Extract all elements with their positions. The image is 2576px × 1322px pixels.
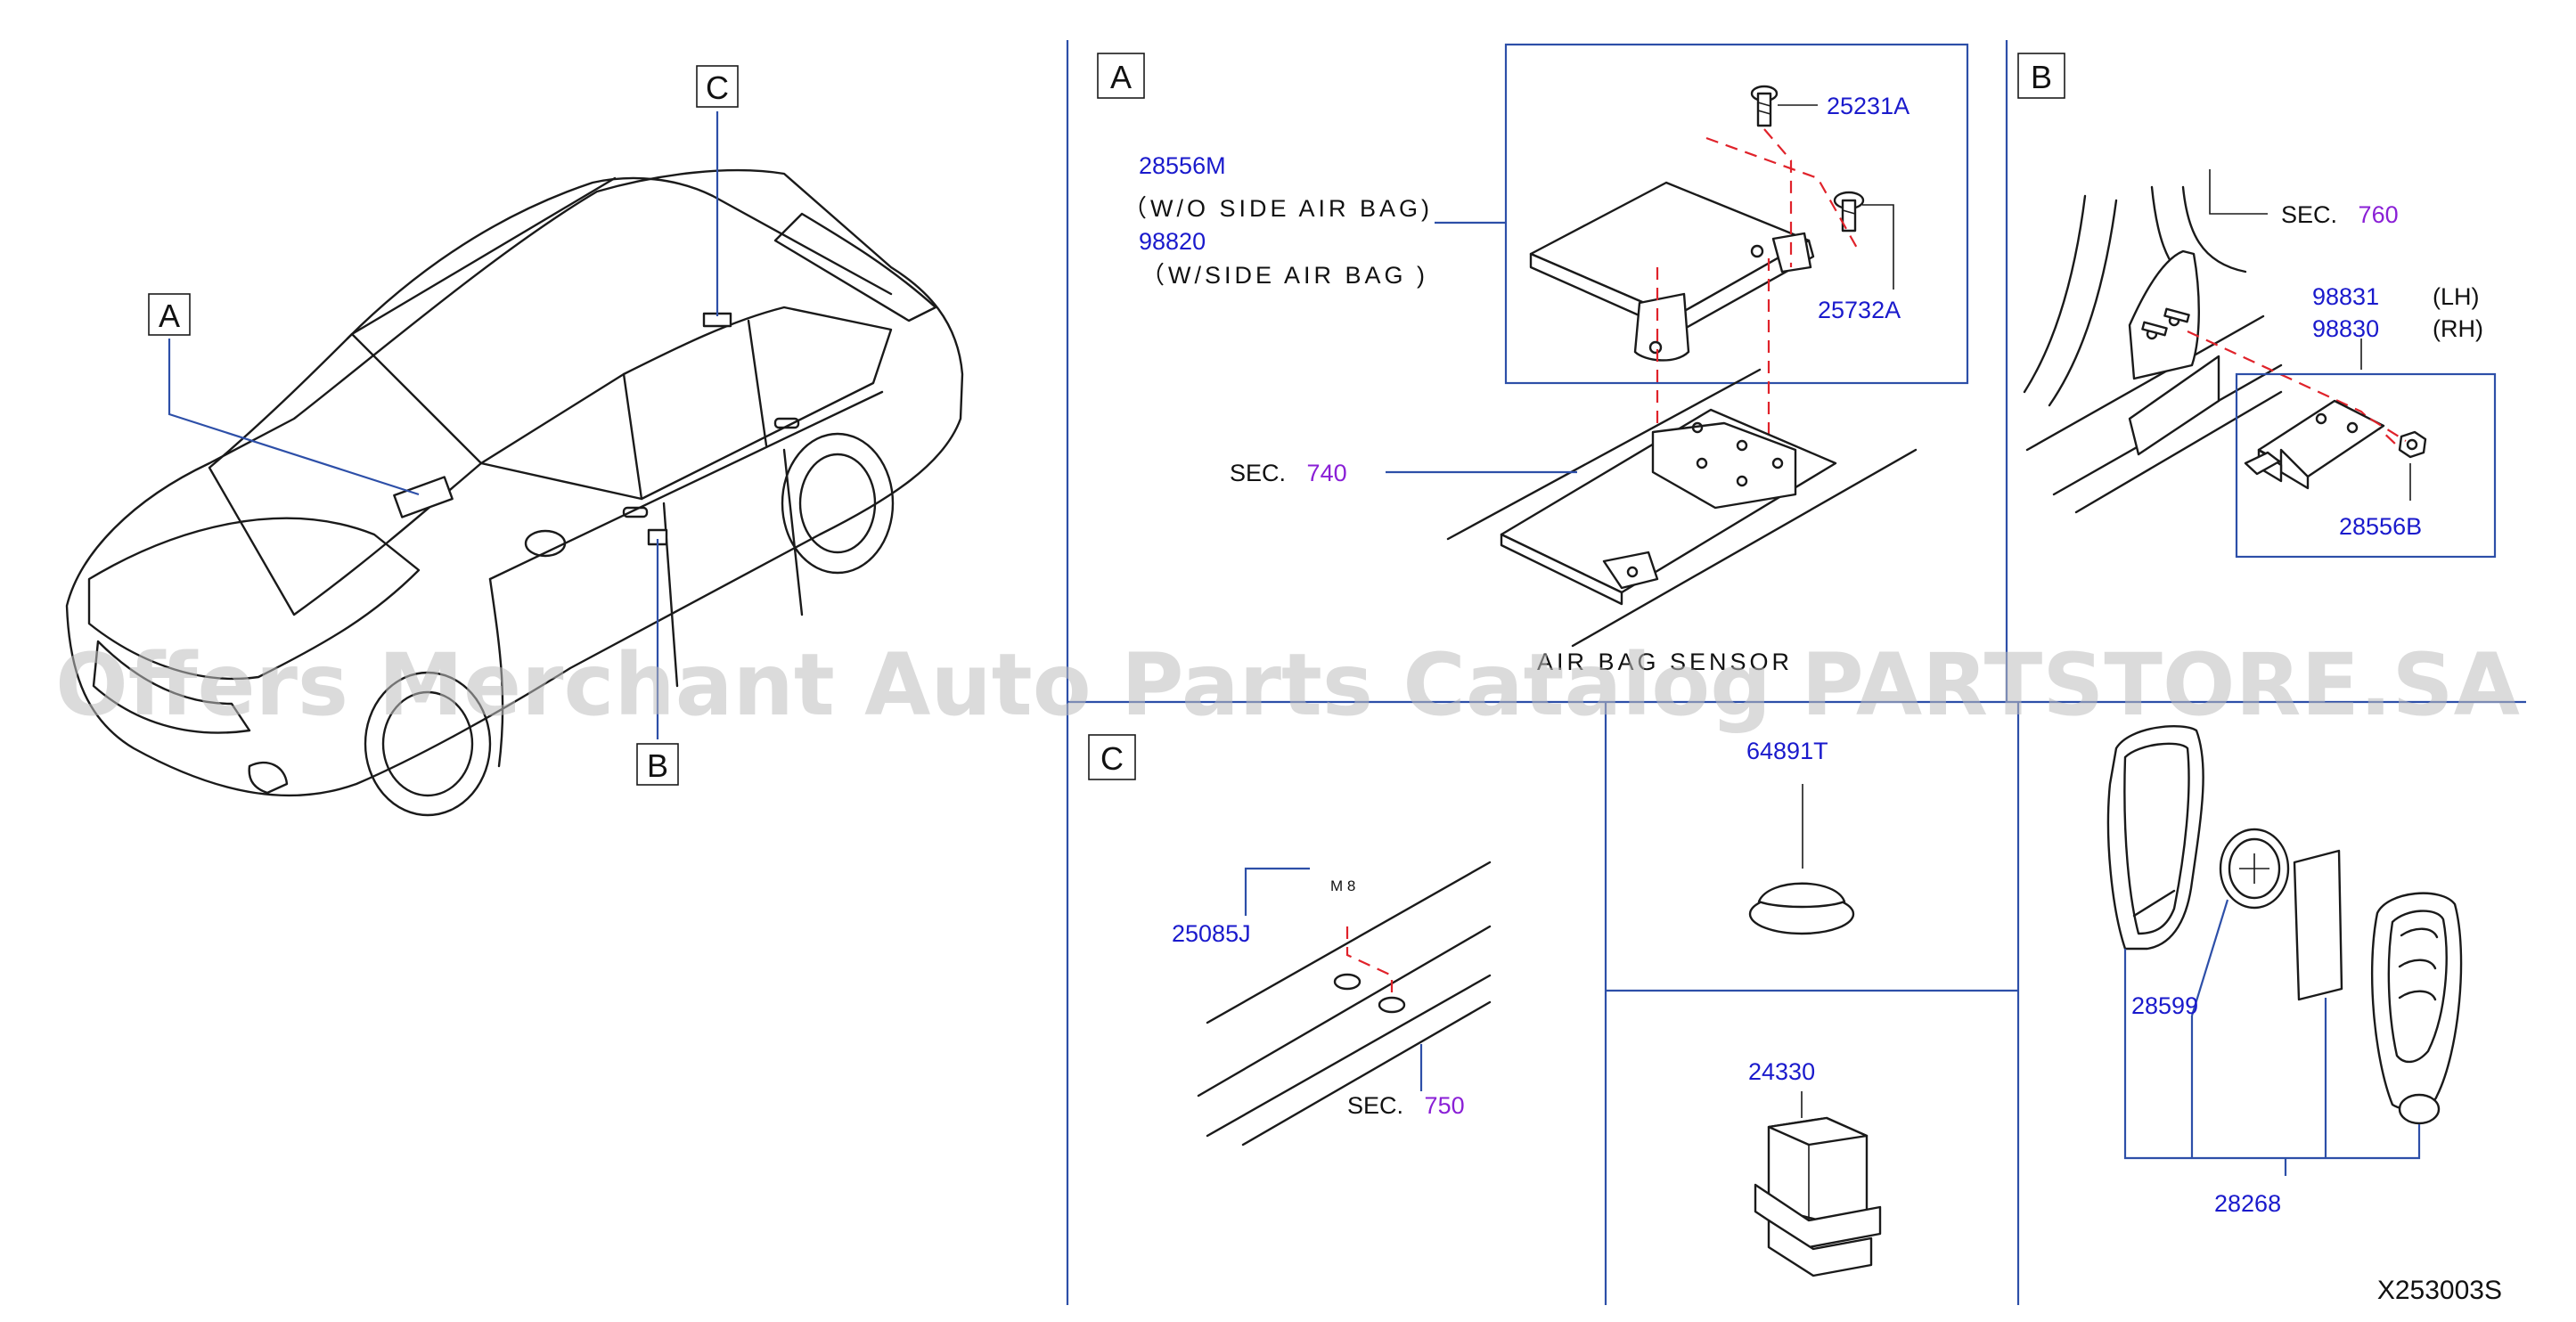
part-28556b: 28556B [2339,513,2422,540]
panel-relay: 24330 [1748,1058,1882,1277]
b-pillar [2023,185,2283,514]
part-28599: 28599 [2131,992,2198,1019]
label-lh: (LH) [2433,283,2480,310]
diagram-code: X253003S [2377,1276,2502,1305]
part-98831: 98831 [2312,283,2379,310]
panel-a: A [1097,43,1969,675]
car-windshield [208,332,483,616]
floor-rail [1197,861,1492,1147]
car-body-outline [65,168,964,797]
part-25732a: 25732A [1818,297,1901,323]
coin-battery-icon [2219,828,2290,910]
panel-a-caption: AIR BAG SENSOR [1537,649,1793,675]
key-fob-icon [2370,892,2463,1125]
label-rh: (RH) [2433,315,2483,342]
car-front-wheel [364,671,492,817]
section-label-760: SEC. 760 [2281,201,2399,228]
airbag-control-unit [1529,181,1815,362]
part-98830: 98830 [2312,315,2379,342]
part-28268: 28268 [2214,1190,2281,1217]
stud-hole-icon [1333,973,1406,1014]
callout-c-letter: C [706,69,729,106]
car-hood [87,517,421,681]
panel-a-letter: A [1110,59,1132,95]
car-rear-glass [773,212,937,322]
car-roof [346,176,893,340]
panel-key: 28599 28268 [2106,725,2463,1217]
part-98820: 98820 [1139,228,1206,255]
panel-b: B [2017,53,2497,559]
part-28556m: 28556M [1139,152,1226,179]
car-rear-wheel [781,432,895,575]
note-without-side-airbag: （W/O SIDE AIR BAG) [1123,195,1433,222]
key-case-front-icon [2106,725,2204,951]
nut-icon [2398,430,2427,459]
panel-c: C 25085J M 8 SEC. 750 [1088,734,1492,1147]
part-25231a: 25231A [1827,93,1910,119]
relay-icon [1754,1116,1882,1277]
part-25085j: 25085J [1172,920,1251,947]
car-headlight [248,761,289,795]
part-24330: 24330 [1748,1058,1815,1085]
panel-c-letter: C [1100,740,1124,777]
screw-icon [1833,191,1865,233]
car-grille [92,640,251,734]
section-label-740: SEC. 740 [1230,460,1347,486]
panel-plug: 64891T [1746,738,1855,935]
section-label-750: SEC. 750 [1347,1092,1465,1119]
car-side-windows [479,306,893,501]
note-with-side-airbag: （W/SIDE AIR BAG ) [1141,262,1428,289]
callout-b-letter: B [647,747,668,784]
side-airbag-sensor [2244,399,2385,490]
watermark-text: Offers Merchant Auto Parts Catalog PARTS… [55,635,2520,735]
stud-size-m8: M 8 [1330,877,1355,894]
callout-a-letter: A [159,298,180,334]
panel-b-letter: B [2031,59,2052,95]
vehicle-overview: A C B [65,65,964,817]
rubber-plug-icon [1748,882,1855,935]
marker-airbag-sensor [393,476,454,518]
mounting-bracket [1446,368,1918,648]
bolt-icon [1750,85,1779,127]
car-mirror [524,529,567,558]
part-64891t: 64891T [1746,738,1828,764]
key-pad-icon [2293,849,2343,1001]
panel-dividers [1066,40,2526,1305]
bolt-icon [2141,307,2190,337]
